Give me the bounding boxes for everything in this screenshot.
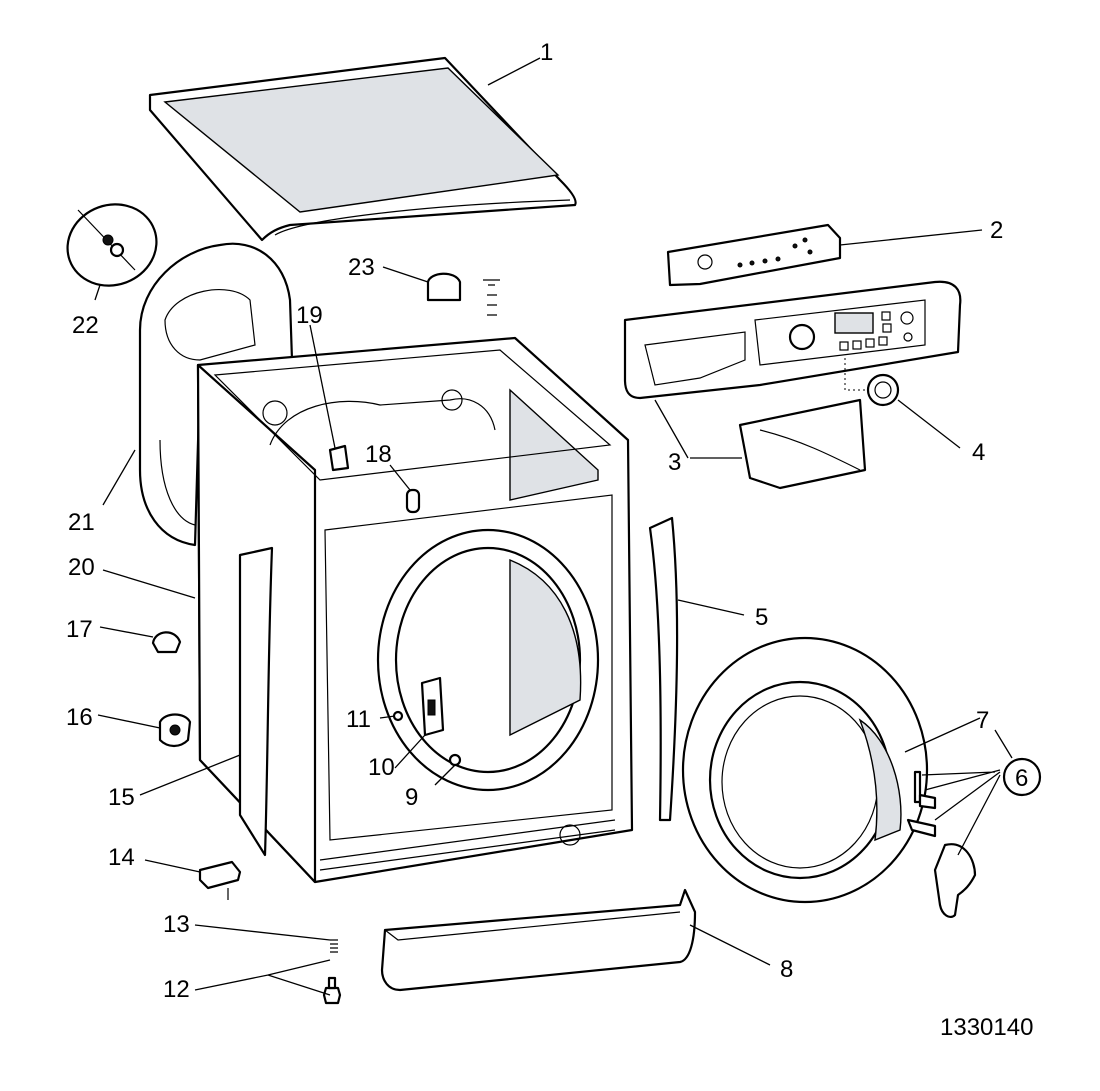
part-cable-22 bbox=[66, 203, 158, 287]
part-knob bbox=[844, 358, 900, 407]
part-clip-16 bbox=[158, 713, 192, 748]
callout-labels: 1 2 3 4 5 6 7 8 9 10 11 12 13 14 15 16 1… bbox=[66, 39, 1042, 1003]
part-door-lock bbox=[420, 676, 445, 737]
callout-3: 3 bbox=[668, 449, 681, 476]
callout-21: 21 bbox=[68, 509, 95, 536]
part-door bbox=[681, 636, 929, 904]
callout-15: 15 bbox=[108, 784, 135, 811]
callout-23: 23 bbox=[348, 254, 375, 281]
callout-20: 20 bbox=[68, 554, 95, 581]
part-detergent-drawer bbox=[738, 398, 867, 490]
part-cabinet bbox=[196, 336, 634, 884]
callout-10: 10 bbox=[368, 754, 395, 781]
callout-6-circle bbox=[1002, 757, 1042, 797]
part-screw-9 bbox=[448, 753, 462, 767]
callout-18: 18 bbox=[365, 441, 392, 468]
part-top-lid bbox=[148, 56, 577, 242]
callout-11: 11 bbox=[346, 706, 371, 733]
callout-17: 17 bbox=[66, 616, 93, 643]
part-clip-17 bbox=[151, 631, 182, 654]
callout-12: 12 bbox=[163, 976, 190, 1003]
part-filter-14 bbox=[198, 860, 242, 900]
callout-2: 2 bbox=[990, 217, 1003, 244]
part-screw-11 bbox=[392, 710, 404, 722]
callout-22: 22 bbox=[72, 312, 99, 339]
part-control-board bbox=[666, 223, 842, 287]
callout-16: 16 bbox=[66, 704, 93, 731]
part-door-handle-kit bbox=[906, 770, 977, 919]
part-spring-13 bbox=[330, 939, 338, 953]
callout-5: 5 bbox=[755, 604, 768, 631]
part-plinth bbox=[380, 888, 697, 992]
drawing-number: 1330140 bbox=[940, 1014, 1033, 1041]
callout-6: 6 bbox=[1015, 765, 1028, 792]
leader-lines bbox=[94, 57, 1013, 996]
part-rear-panel bbox=[138, 242, 294, 547]
part-valve-23 bbox=[426, 272, 500, 316]
part-control-panel bbox=[623, 280, 962, 400]
part-front-trim-left bbox=[238, 546, 274, 857]
part-clip-18 bbox=[405, 488, 421, 514]
part-side-trim bbox=[648, 516, 679, 822]
callout-8: 8 bbox=[780, 956, 793, 983]
part-foot-12 bbox=[322, 976, 342, 1005]
part-clip-19 bbox=[328, 444, 350, 472]
callout-14: 14 bbox=[108, 844, 135, 871]
callout-13: 13 bbox=[163, 911, 190, 938]
callout-1: 1 bbox=[540, 39, 553, 66]
callout-7: 7 bbox=[976, 707, 989, 734]
callout-4: 4 bbox=[972, 439, 985, 466]
callout-9: 9 bbox=[405, 784, 418, 811]
callout-19: 19 bbox=[296, 302, 323, 329]
